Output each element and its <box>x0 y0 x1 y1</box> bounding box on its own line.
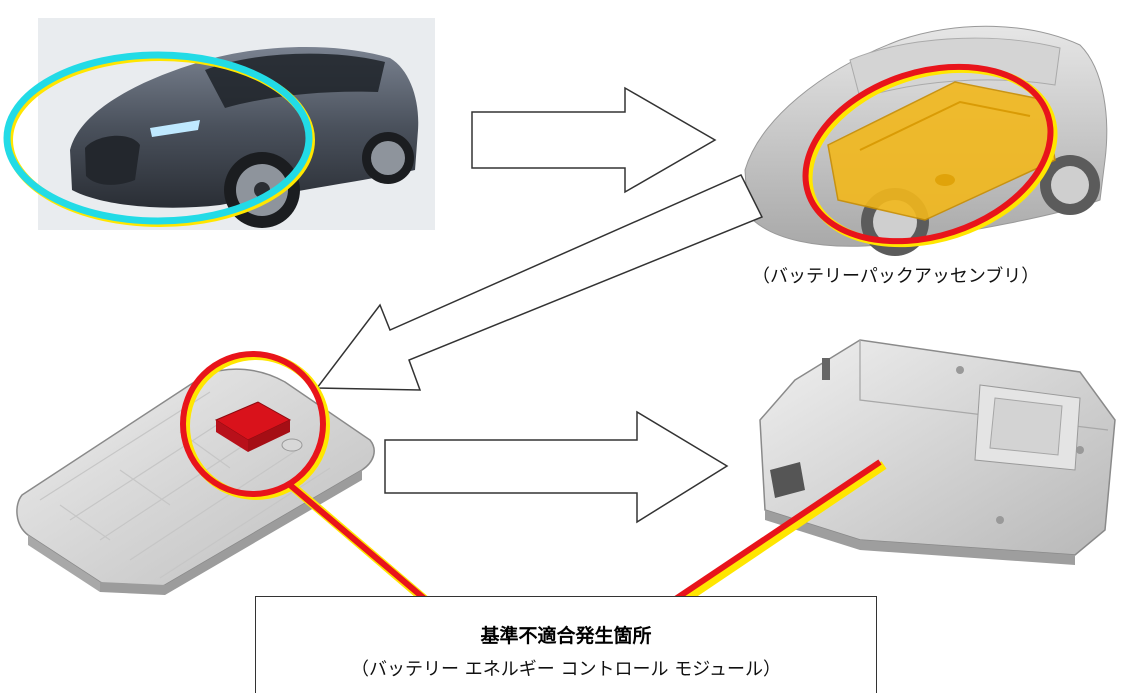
battery-tray-illustration <box>16 368 375 595</box>
car-front-highlight <box>3 51 313 225</box>
callout-box: 基準不適合発生箇所 （バッテリー エネルギー コントロール モジュール） <box>255 596 877 693</box>
battery-pack-caption: （バッテリーパックアッセンブリ） <box>752 266 1040 287</box>
arrow-right-bottom <box>384 410 729 524</box>
module-highlight <box>180 351 326 497</box>
callout-subtitle: （バッテリー エネルギー コントロール モジュール） <box>351 659 781 680</box>
callout-title: 基準不適合発生箇所 <box>480 625 652 647</box>
control-module-illustration <box>759 339 1116 565</box>
car-photo <box>38 18 435 230</box>
arrow-right-top <box>471 86 717 194</box>
leader-line-left <box>288 482 428 603</box>
leader-line-right <box>672 459 882 603</box>
leader-line-right <box>675 461 887 608</box>
battery-highlight <box>802 63 1054 245</box>
arrow-down-left <box>315 174 764 391</box>
